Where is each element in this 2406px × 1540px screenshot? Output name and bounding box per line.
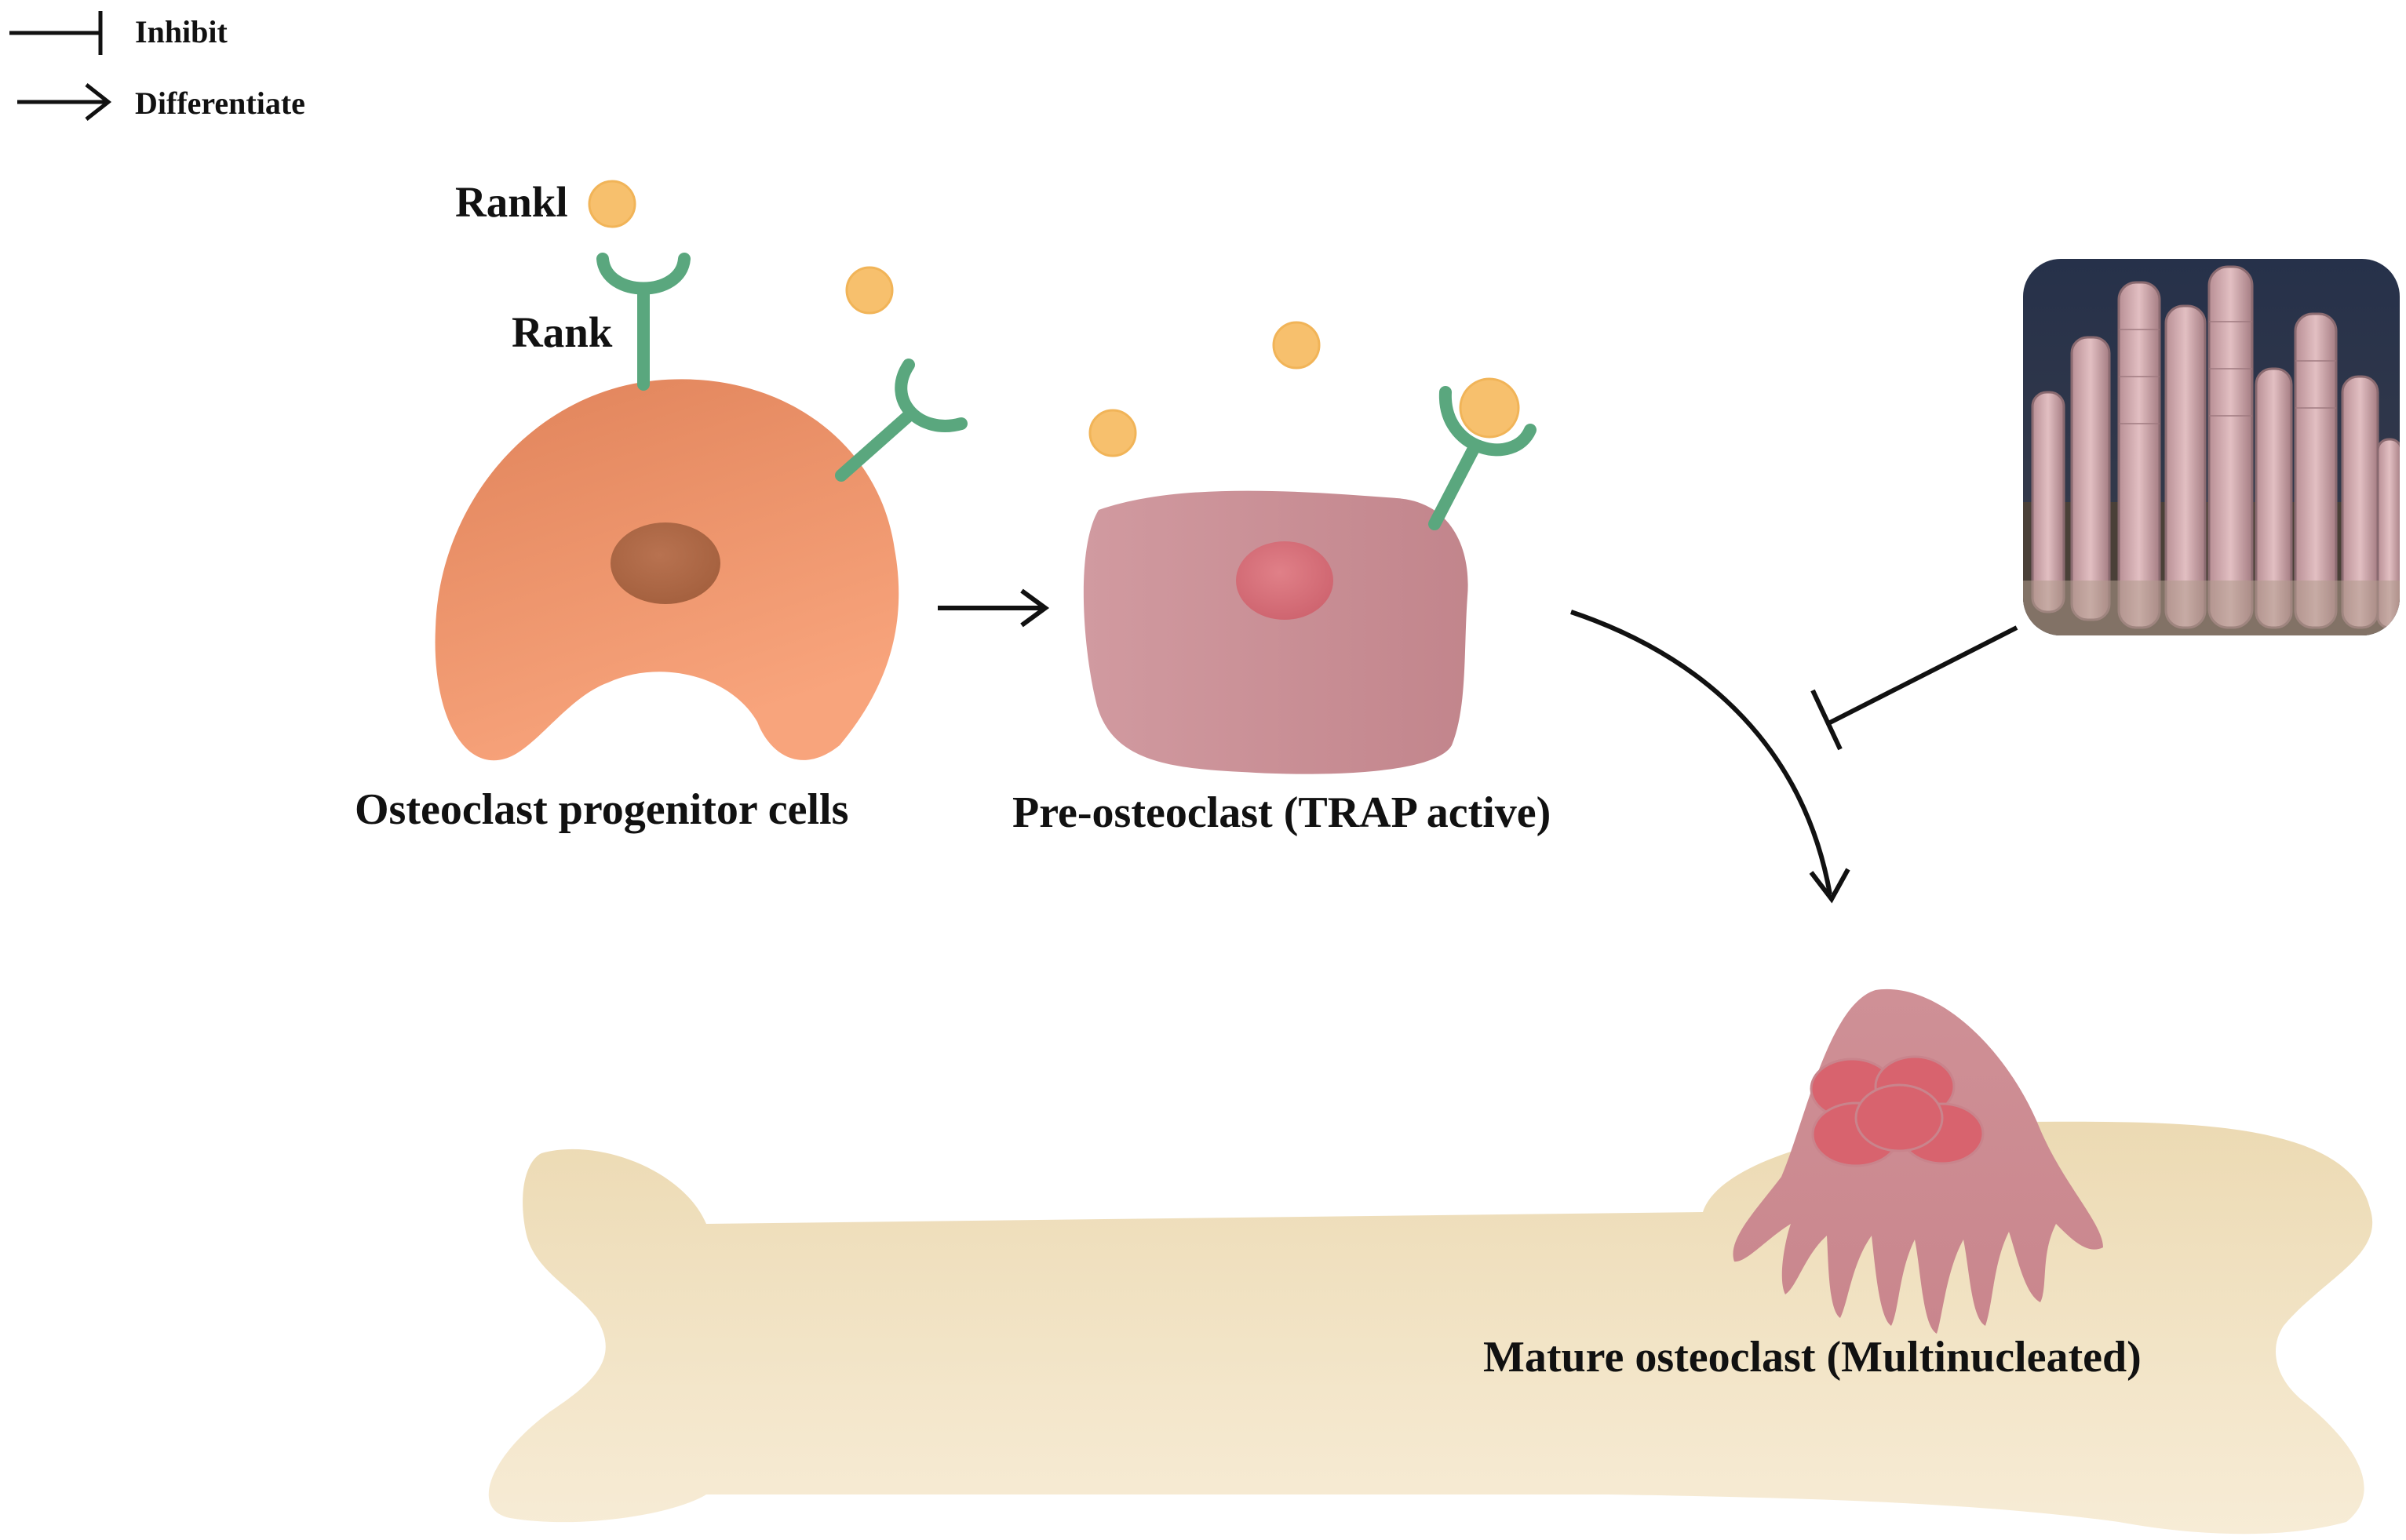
pre-osteoclast-label: Pre-osteoclast (TRAP active) (1012, 788, 1551, 837)
pre-osteoclast-nucleus (1236, 541, 1333, 620)
legend: Inhibit Differentiate (9, 11, 305, 121)
differentiate-legend-label: Differentiate (135, 86, 305, 121)
progenitor-cell (435, 379, 899, 761)
differentiate-arrow-2 (1570, 610, 1850, 904)
progenitor-label: Osteoclast progenitor cells (355, 785, 848, 834)
inhibit-legend-icon (9, 11, 103, 55)
sponge-photo (2023, 259, 2400, 635)
mature-osteoclast-label: Mature osteoclast (Multinucleated) (1483, 1333, 2142, 1382)
rankl-label: Rankl (455, 178, 568, 226)
pre-osteoclast-cell (1083, 490, 1468, 774)
multinuclei (1810, 1055, 1985, 1167)
rank-label: Rank (512, 308, 613, 356)
mature-osteoclast (1733, 988, 2103, 1334)
rank-receptor-side (835, 359, 968, 482)
progenitor-nucleus (611, 522, 720, 604)
inhibit-legend-label: Inhibit (135, 14, 228, 49)
bone (488, 1121, 2373, 1535)
rank-receptor-top (596, 253, 691, 391)
differentiate-arrow-1 (938, 588, 1050, 628)
inhibit-line (1810, 625, 2018, 751)
rankl-ligands (588, 180, 1520, 457)
bound-rank-receptor (1428, 386, 1537, 530)
differentiate-legend-icon (17, 83, 112, 121)
